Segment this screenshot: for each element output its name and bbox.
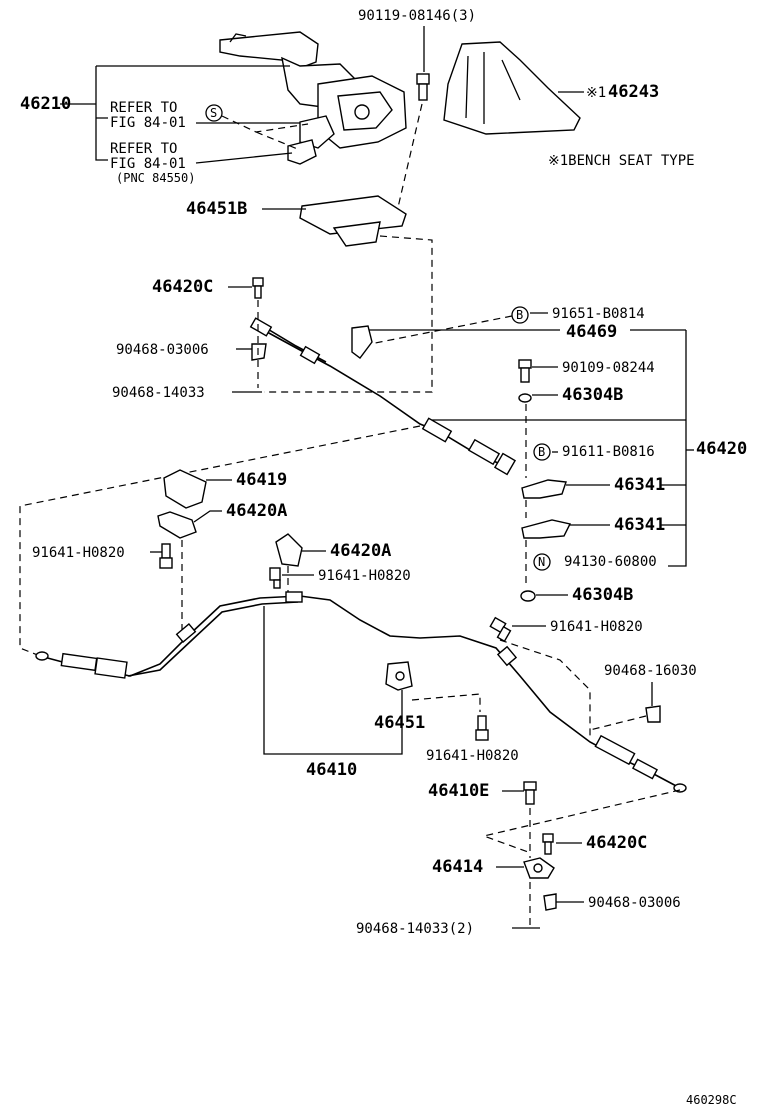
link-46341-a [521, 479, 567, 499]
part-number-91641-H0820-left: 91641-H0820 [32, 545, 125, 561]
bracket-46420A-mid [275, 533, 303, 567]
part-number-46410: 46410 [306, 760, 357, 780]
mark-s-circle [205, 104, 223, 122]
part-number-90468-03006-bottom: 90468-03006 [588, 895, 681, 911]
part-number-91641-H0820-right: 91641-H0820 [550, 619, 643, 635]
part-number-46420A-left: 46420A [226, 501, 287, 521]
cable-bracket-46410 [263, 606, 403, 755]
part-number-46410E: 46410E [428, 781, 489, 801]
rear-cable-46410 [39, 595, 681, 789]
refer-text-2a: REFER TO [110, 141, 177, 157]
assembly-bracket-46210 [60, 65, 290, 161]
bracket-46420A-left [157, 511, 197, 539]
mark-s: S [210, 106, 217, 120]
bolt-90119 [416, 73, 430, 101]
part-number-91611-B0816: 91611-B0816 [562, 444, 655, 460]
bolt-91641-mid [269, 567, 281, 589]
part-number-90119-08146: 90119-08146(3) [358, 8, 476, 24]
part-number-90468-03006-top: 90468-03006 [116, 342, 209, 358]
pnc-text: (PNC 84550) [116, 171, 195, 185]
part-number-90468-14033-bottom: 90468-14033(2) [356, 921, 474, 937]
part-number-46304B-bottom: 46304B [572, 585, 633, 605]
front-cable-46420 [255, 325, 501, 465]
console-boot-46243 [443, 41, 581, 135]
link-46341-b [521, 519, 572, 539]
part-number-90468-14033-top: 90468-14033 [112, 385, 205, 401]
refer-text-2b: FIG 84-01 [110, 156, 186, 172]
bracket-46451B [299, 195, 407, 247]
part-number-46469: 46469 [566, 322, 617, 342]
part-number-94130-60800: 94130-60800 [564, 554, 657, 570]
clip-90468-03006-top [251, 343, 267, 361]
bolt-91641-bottom [475, 715, 489, 741]
bolt-90109 [518, 359, 532, 383]
part-number-46419: 46419 [236, 470, 287, 490]
note-mark: ※1 [586, 85, 606, 101]
front-cable-end-fittings [249, 317, 517, 476]
part-number-46210: 46210 [20, 94, 71, 114]
bench-seat-note: ※1BENCH SEAT TYPE [548, 153, 695, 169]
part-number-46420C-bottom: 46420C [586, 833, 647, 853]
diagram-code: 460298C [686, 1093, 737, 1107]
part-number-91641-H0820-bottom: 91641-H0820 [426, 748, 519, 764]
part-number-91641-H0820-mid: 91641-H0820 [318, 568, 411, 584]
nut-46304B-bottom [520, 590, 536, 602]
clip-90468-16030 [645, 705, 661, 723]
part-number-46451: 46451 [374, 713, 425, 733]
bolt-46420C-bottom [542, 833, 554, 855]
equalizer-46414 [523, 857, 555, 879]
bolt-46420C-top [252, 277, 264, 299]
part-number-90468-16030: 90468-16030 [604, 663, 697, 679]
nut-46304B-top [518, 393, 532, 403]
part-number-46420C-top: 46420C [152, 277, 213, 297]
clip-90468-03006-bottom [543, 893, 557, 911]
part-number-46451B: 46451B [186, 199, 247, 219]
bolt-91641-left [159, 543, 173, 569]
mark-b-2: B [538, 445, 545, 459]
part-number-46420: 46420 [696, 439, 747, 459]
bolt-91641-right [489, 616, 512, 643]
mark-b-1: B [516, 308, 523, 322]
part-number-46341-b: 46341 [614, 515, 665, 535]
mark-n: N [538, 555, 545, 569]
part-number-91651-B0814: 91651-B0814 [552, 306, 645, 322]
part-number-46243: 46243 [608, 82, 659, 102]
refer-text-1b: FIG 84-01 [110, 115, 186, 131]
part-number-46341-a: 46341 [614, 475, 665, 495]
bolt-46410E [523, 781, 537, 805]
part-number-90109-08244: 90109-08244 [562, 360, 655, 376]
brake-lever-assembly [219, 31, 407, 165]
clip-46469 [351, 325, 373, 359]
part-number-46304B-top: 46304B [562, 385, 623, 405]
rear-cable-end-fittings [35, 591, 687, 793]
part-number-46414: 46414 [432, 857, 483, 877]
refer-text-1a: REFER TO [110, 100, 177, 116]
clamp-46451 [385, 661, 413, 691]
part-number-46420A-mid: 46420A [330, 541, 391, 561]
bracket-46419 [163, 469, 207, 509]
